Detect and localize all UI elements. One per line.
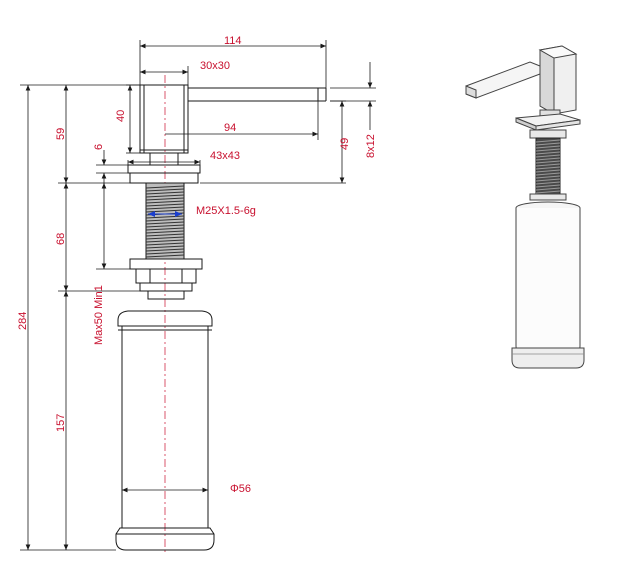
product-3d-view xyxy=(465,45,585,369)
dim-bottle-diameter: Φ56 xyxy=(230,483,251,495)
dim-head-size: 30x30 xyxy=(200,60,230,72)
dispenser-nozzle xyxy=(188,87,327,102)
front-view: 114 30x30 40 94 59 6 43x43 49 xyxy=(17,35,377,555)
dispenser-head xyxy=(139,84,189,154)
dim-max-mount: Max50 Min1 xyxy=(93,285,105,345)
mounting-nut xyxy=(129,258,203,300)
dim-nozzle-section: 8x12 xyxy=(365,134,377,158)
dim-thread-length: 68 xyxy=(55,233,67,245)
dim-total-height: 284 xyxy=(17,312,29,330)
dim-nozzle-height: 49 xyxy=(339,138,351,150)
dim-thread-spec: M25X1.5-6g xyxy=(196,205,256,217)
dim-nozzle-length: 94 xyxy=(224,122,236,134)
dim-head-height: 40 xyxy=(115,110,127,122)
flange xyxy=(127,164,201,184)
threaded-shank xyxy=(145,182,185,260)
soap-bottle xyxy=(115,310,215,551)
dim-total-length: 114 xyxy=(224,35,242,47)
dim-flange-thickness: 6 xyxy=(93,144,105,150)
dim-upper-height: 59 xyxy=(55,128,67,140)
neck xyxy=(149,152,179,166)
dim-flange-size: 43x43 xyxy=(210,150,240,162)
dim-bottle-height: 157 xyxy=(55,414,67,432)
